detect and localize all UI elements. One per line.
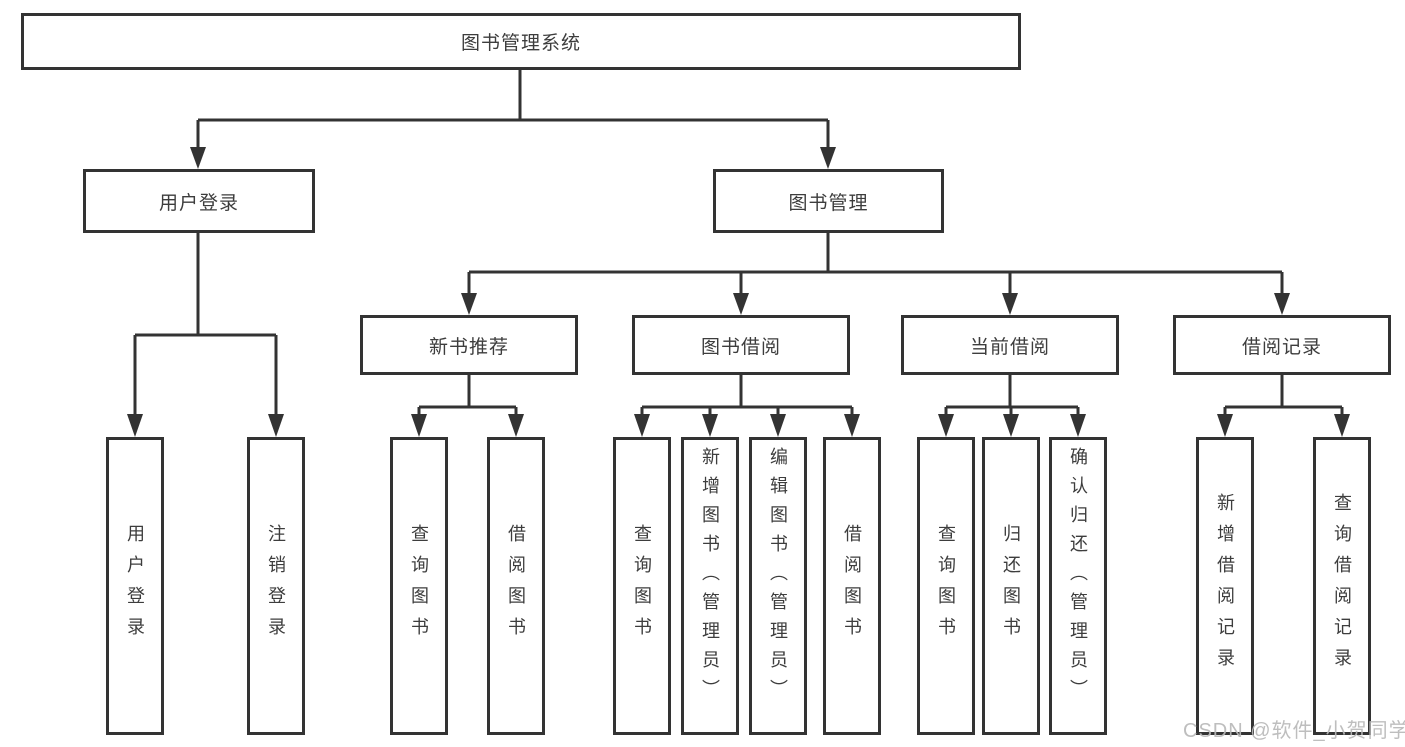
leaf-label: 新增借阅记录	[1215, 493, 1235, 679]
node-book-management: 图书管理	[713, 169, 944, 233]
leaf-logout: 注销登录	[247, 437, 305, 735]
leaf-borrow-book-2: 借阅图书	[823, 437, 881, 735]
leaf-label: 查询图书	[632, 524, 652, 648]
connector-book-management-to-level3	[461, 233, 1290, 315]
leaf-add-book-admin: 新增图书（管理员）	[681, 437, 739, 735]
connector-current-borrow-to-leaves	[938, 375, 1086, 437]
connector-user-login-to-leaves	[127, 233, 284, 437]
connector-book-borrow-to-leaves	[634, 375, 860, 437]
leaf-label: 注销登录	[266, 524, 286, 648]
connector-borrow-records-to-leaves	[1217, 375, 1350, 437]
node-borrow-records: 借阅记录	[1173, 315, 1391, 375]
leaf-return-book: 归还图书	[982, 437, 1040, 735]
node-book-borrow: 图书借阅	[632, 315, 850, 375]
leaf-label: 查询借阅记录	[1332, 493, 1352, 679]
connector-new-book-recommend-to-leaves	[411, 375, 524, 437]
leaf-label: 新增图书（管理员）	[700, 447, 720, 708]
leaf-label: 借阅图书	[842, 524, 862, 648]
leaf-label: 确认归还（管理员）	[1068, 447, 1088, 708]
leaf-add-borrow-record: 新增借阅记录	[1196, 437, 1254, 735]
leaf-query-book-2: 查询图书	[613, 437, 671, 735]
csdn-watermark: CSDN @软件_小贺同学	[1183, 720, 1405, 742]
leaf-label: 查询图书	[936, 524, 956, 648]
leaf-edit-book-admin: 编辑图书（管理员）	[749, 437, 807, 735]
leaf-label: 编辑图书（管理员）	[768, 447, 788, 708]
node-current-borrow: 当前借阅	[901, 315, 1119, 375]
node-user-login: 用户登录	[83, 169, 315, 233]
leaf-user-login: 用户登录	[106, 437, 164, 735]
leaf-label: 归还图书	[1001, 524, 1021, 648]
leaf-label: 用户登录	[125, 524, 145, 648]
leaf-borrow-book-1: 借阅图书	[487, 437, 545, 735]
leaf-label: 查询图书	[409, 524, 429, 648]
node-root-system: 图书管理系统	[21, 13, 1021, 70]
connector-root-to-level2	[190, 70, 836, 169]
leaf-query-borrow-record: 查询借阅记录	[1313, 437, 1371, 735]
leaf-query-book-1: 查询图书	[390, 437, 448, 735]
leaf-query-book-3: 查询图书	[917, 437, 975, 735]
leaf-confirm-return-admin: 确认归还（管理员）	[1049, 437, 1107, 735]
leaf-label: 借阅图书	[506, 524, 526, 648]
node-new-book-recommend: 新书推荐	[360, 315, 578, 375]
